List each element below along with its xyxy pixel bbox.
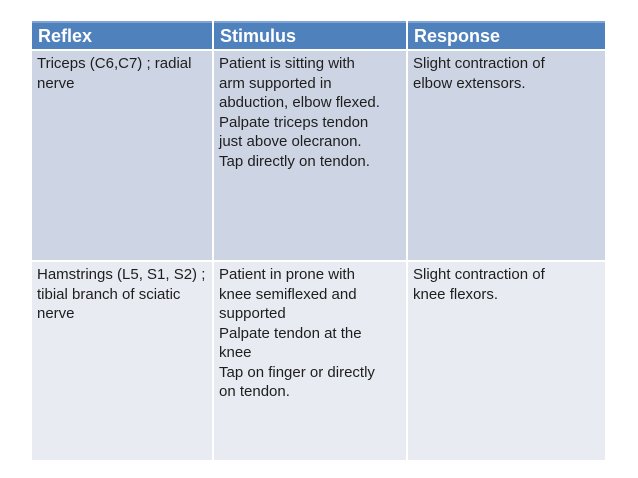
cell-row2-response: Slight contraction of knee flexors. (408, 262, 605, 460)
cell-row1-reflex: Triceps (C6,C7) ; radial nerve (32, 51, 212, 260)
header-cell-response: Response (408, 21, 605, 49)
reflex-table: Reflex Stimulus Response Triceps (C6,C7)… (32, 21, 605, 460)
cell-row2-stimulus: Patient in prone with knee semiflexed an… (214, 262, 406, 460)
header-cell-stimulus: Stimulus (214, 21, 406, 49)
cell-row1-stimulus: Patient is sitting with arm supported in… (214, 51, 406, 260)
cell-row2-reflex: Hamstrings (L5, S1, S2) ; tibial branch … (32, 262, 212, 460)
header-cell-reflex: Reflex (32, 21, 212, 49)
cell-row1-response: Slight contraction of elbow extensors. (408, 51, 605, 260)
